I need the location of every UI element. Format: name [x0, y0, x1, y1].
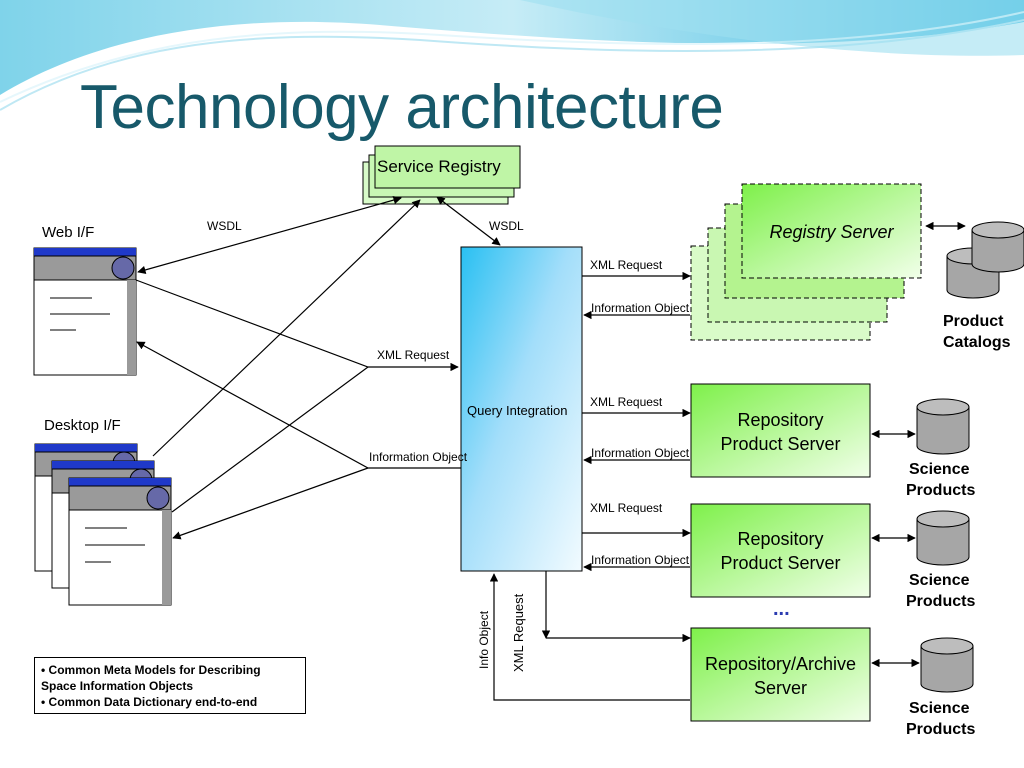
wsdl-label-left: WSDL	[207, 219, 242, 233]
repository-server-2	[690, 503, 871, 598]
wsdl-label-right: WSDL	[489, 219, 524, 233]
information-object-label-repo2: Information Object	[591, 553, 690, 567]
header-wave	[0, 0, 1024, 111]
science-db-3	[920, 637, 974, 693]
repo2-label-line1: Repository	[737, 529, 824, 549]
information-object-label-repo1: Information Object	[591, 446, 690, 460]
archive-label-line2: Server	[753, 678, 807, 698]
slide-title: Technology architecture	[80, 73, 724, 142]
connectors	[135, 196, 966, 701]
science-label-1: Science	[909, 461, 970, 478]
registry-server-label: Registry Server	[769, 222, 894, 242]
science-label-2: Science	[909, 572, 970, 589]
xml-request-label-left: XML Request	[377, 348, 450, 362]
note-line-3: • Common Data Dictionary end-to-end	[41, 695, 258, 709]
product-label: Product	[943, 313, 1004, 330]
more-servers-ellipsis: ...	[773, 598, 790, 620]
repo1-label-line2: Product Server	[720, 434, 841, 454]
repository-archive-server	[690, 627, 871, 722]
xml-request-label-repo2: XML Request	[590, 501, 663, 515]
information-object-label-registry: Information Object	[591, 301, 690, 315]
xml-request-label-registry: XML Request	[590, 258, 663, 272]
science-db-1	[916, 398, 970, 455]
web-if-window	[33, 247, 137, 376]
xml-request-vertical-label: XML Request	[511, 593, 526, 672]
repo1-label-line1: Repository	[737, 410, 824, 430]
service-registry-label: Service Registry	[377, 157, 501, 176]
products-label-3: Products	[906, 721, 976, 738]
note-line-2: Space Information Objects	[41, 679, 194, 693]
xml-request-label-repo1: XML Request	[590, 395, 663, 409]
archive-label-line1: Repository/Archive	[704, 654, 857, 674]
repo2-label-line2: Product Server	[720, 553, 841, 573]
query-integration-box	[460, 246, 583, 572]
note-line-1: • Common Meta Models for Describing	[41, 663, 261, 677]
registry-server-stack	[690, 183, 922, 341]
product-catalog-db	[946, 221, 1024, 299]
products-label-2: Products	[906, 593, 976, 610]
info-object-vertical-label: Info Object	[477, 610, 491, 669]
notes-box: • Common Meta Models for Describing Spac…	[34, 657, 306, 714]
products-label-1: Products	[906, 482, 976, 499]
science-label-3: Science	[909, 700, 970, 717]
repository-server-1	[690, 383, 871, 478]
catalogs-label: Catalogs	[943, 334, 1011, 351]
desktop-if-label: Desktop I/F	[44, 417, 121, 434]
web-if-label: Web I/F	[42, 224, 95, 241]
desktop-if-windows	[34, 443, 172, 606]
query-integration-label: Query Integration	[467, 403, 568, 418]
information-object-label-left: Information Object	[369, 450, 468, 464]
science-db-2	[916, 510, 970, 566]
